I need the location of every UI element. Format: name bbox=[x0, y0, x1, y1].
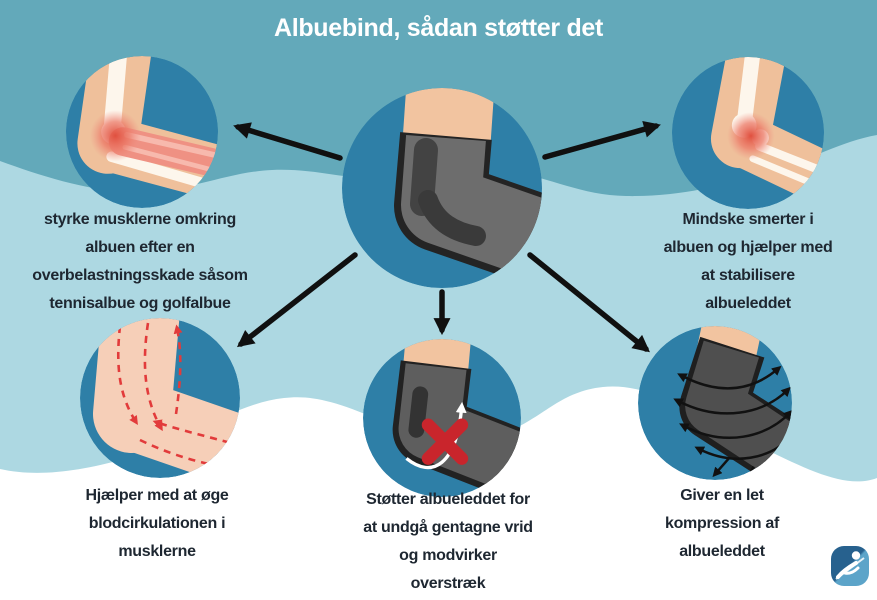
runner-logo-icon bbox=[830, 545, 870, 587]
caption-line: Hjælper med at øge bbox=[85, 487, 229, 504]
arrow-to-bottom-right bbox=[527, 252, 650, 353]
arrow-to-top-left bbox=[233, 122, 343, 161]
arrow-to-top-right bbox=[542, 121, 661, 160]
caption-support-joint: Støtter albueleddet for at undgå gentagn… bbox=[298, 486, 598, 598]
caption-line: kompression af bbox=[664, 515, 780, 532]
elbow-muscles-pain-icon bbox=[66, 56, 218, 208]
caption-light-compression: Giver en let kompression af albueleddet bbox=[572, 482, 872, 566]
brace-twist-prevention-icon bbox=[363, 339, 521, 497]
caption-reduce-pain-stabilize: Mindske smerter i albuen og hjælper med … bbox=[598, 206, 877, 318]
elbow-brace-icon bbox=[342, 88, 542, 288]
caption-line: overstræk bbox=[410, 575, 486, 592]
caption-line: styrke musklerne omkring bbox=[44, 211, 236, 228]
caption-line: at undgå gentagne vrid bbox=[363, 519, 533, 536]
elbow-bones-pain-icon bbox=[672, 57, 824, 209]
caption-blood-circulation: Hjælper med at øge blodcirkulationen i m… bbox=[7, 482, 307, 566]
page-title: Albuebind, sådan støtter det bbox=[273, 14, 604, 42]
caption-strengthen-muscles: styrke musklerne omkring albuen efter en… bbox=[0, 206, 290, 318]
caption-line: musklerne bbox=[118, 543, 196, 560]
caption-line: overbelastningsskade såsom bbox=[32, 267, 248, 284]
caption-line: at stabilisere bbox=[701, 267, 795, 284]
arrow-to-bottom-left bbox=[236, 252, 358, 348]
caption-line: albueleddet bbox=[679, 543, 765, 560]
caption-line: tennisalbue og golfalbue bbox=[49, 295, 231, 312]
caption-line: og modvirker bbox=[399, 547, 497, 564]
brace-compression-icon bbox=[638, 326, 792, 480]
caption-line: Mindske smerter i bbox=[682, 211, 814, 228]
caption-line: blodcirkulationen i bbox=[88, 515, 226, 532]
caption-line: albuen og hjælper med bbox=[663, 239, 833, 256]
caption-line: Støtter albueleddet for bbox=[366, 491, 530, 508]
caption-line: albuen efter en bbox=[85, 239, 195, 256]
blood-circulation-arm-icon bbox=[80, 318, 240, 478]
caption-line: albueleddet bbox=[705, 295, 791, 312]
caption-line: Giver en let bbox=[680, 487, 764, 504]
